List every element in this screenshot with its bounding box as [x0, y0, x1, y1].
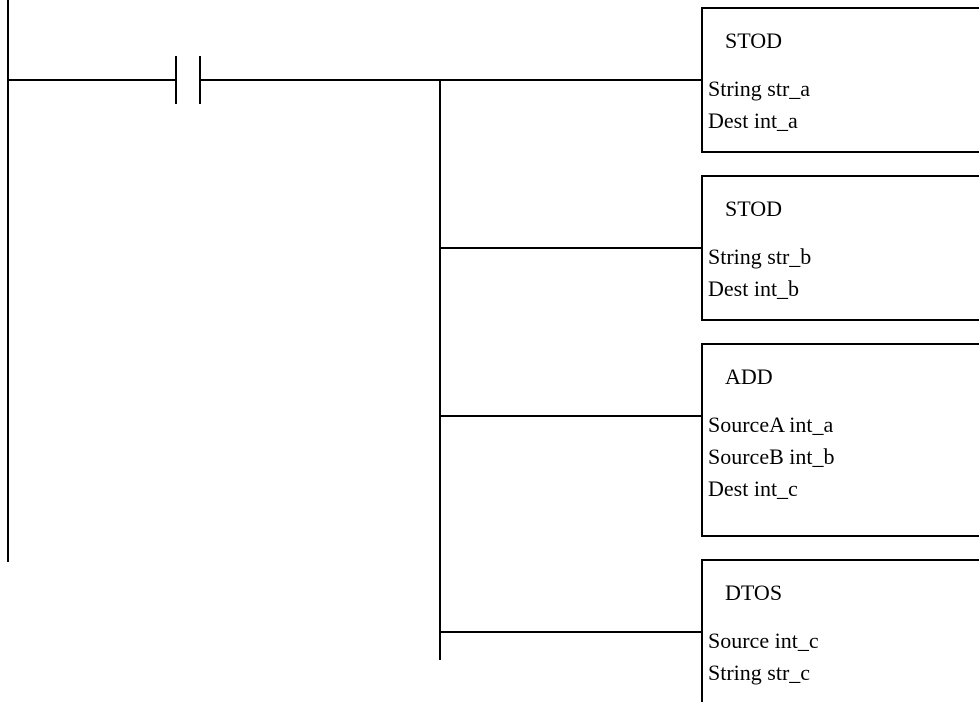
instruction-mnemonic: ADD: [725, 364, 773, 389]
instruction-param: SourceA int_a: [708, 412, 833, 437]
branch-wires: [440, 79, 702, 633]
instruction-param: Source int_c: [708, 628, 819, 653]
normally-open-contact[interactable]: [175, 56, 201, 104]
instruction-param: Dest int_b: [708, 276, 799, 301]
instruction-param: String str_c: [708, 660, 810, 685]
instruction-param: SourceB int_b: [708, 444, 835, 469]
instruction-param: String str_b: [708, 244, 811, 269]
instruction-mnemonic: DTOS: [725, 580, 782, 605]
instruction-box: [701, 559, 979, 702]
instruction-param: Dest int_a: [708, 108, 798, 133]
instruction-box: [701, 175, 979, 321]
instruction-box: [701, 7, 979, 153]
instruction-mnemonic: STOD: [725, 196, 782, 221]
instruction-mnemonic: STOD: [725, 28, 782, 53]
instruction-box: [701, 343, 979, 537]
instruction-param: String str_a: [708, 76, 810, 101]
instruction-param: Dest int_c: [708, 476, 798, 501]
